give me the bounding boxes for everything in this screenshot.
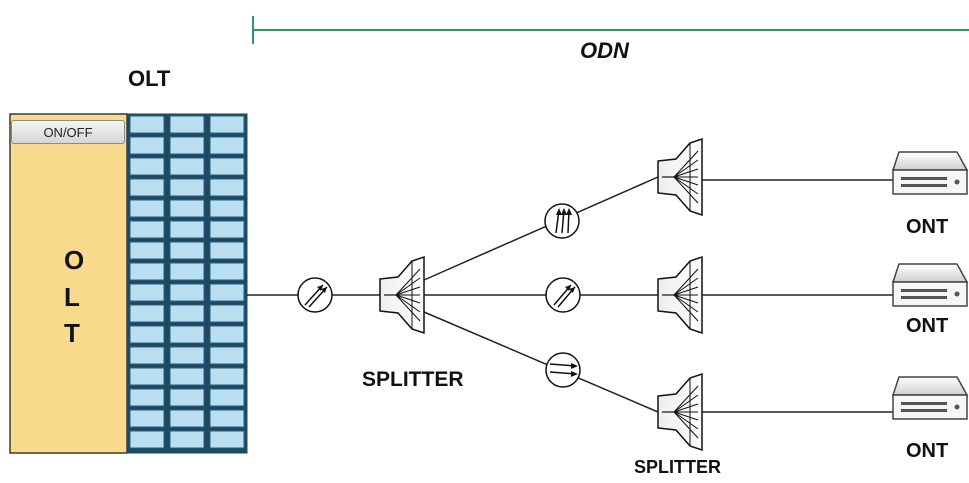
olt-port bbox=[209, 157, 245, 176]
olt-port bbox=[169, 136, 205, 155]
olt-port bbox=[129, 325, 165, 344]
connector-icon bbox=[544, 203, 580, 239]
ont-device-icon bbox=[892, 151, 968, 195]
olt-port bbox=[209, 283, 245, 302]
olt-port bbox=[209, 388, 245, 407]
olt-letter-t: T bbox=[64, 318, 80, 348]
odn-label: ODN bbox=[580, 38, 629, 63]
connector-icon bbox=[545, 277, 581, 313]
ont-label-1: ONT bbox=[906, 216, 949, 238]
olt-port bbox=[129, 115, 165, 134]
olt-port bbox=[169, 325, 205, 344]
olt-port bbox=[169, 283, 205, 302]
olt-port bbox=[209, 430, 245, 449]
olt-port bbox=[129, 262, 165, 281]
splitter-label-secondary: SPLITTER bbox=[634, 457, 722, 477]
olt-port-grid bbox=[129, 115, 245, 449]
olt-port bbox=[169, 199, 205, 218]
olt-port bbox=[209, 178, 245, 197]
olt-port bbox=[209, 199, 245, 218]
branch-fiber-top bbox=[423, 176, 659, 281]
olt-port bbox=[129, 430, 165, 449]
ont-device-icon bbox=[892, 376, 968, 420]
olt-port bbox=[209, 367, 245, 386]
connector-icon bbox=[545, 352, 581, 388]
olt-port bbox=[129, 283, 165, 302]
splitter-label-main: SPLITTER bbox=[362, 368, 464, 391]
olt-port bbox=[129, 409, 165, 428]
olt-port bbox=[169, 430, 205, 449]
olt-port bbox=[209, 241, 245, 260]
olt-body bbox=[9, 113, 128, 454]
olt-port bbox=[169, 262, 205, 281]
splitter-icon bbox=[379, 256, 425, 334]
olt-port bbox=[129, 346, 165, 365]
olt-port bbox=[209, 115, 245, 134]
olt-letter-o: O bbox=[64, 245, 85, 275]
olt-port bbox=[169, 367, 205, 386]
olt-port bbox=[169, 241, 205, 260]
olt-port bbox=[169, 220, 205, 239]
olt-port bbox=[129, 367, 165, 386]
olt-port bbox=[209, 220, 245, 239]
olt-letter-l: L bbox=[64, 282, 80, 312]
olt-port bbox=[209, 325, 245, 344]
olt-port bbox=[169, 157, 205, 176]
splitter-icon bbox=[657, 373, 703, 451]
olt-port bbox=[209, 304, 245, 323]
branch-fiber-bottom bbox=[423, 311, 659, 413]
on-off-button[interactable]: ON/OFF bbox=[11, 120, 125, 144]
olt-port bbox=[129, 220, 165, 239]
ont-device-icon bbox=[892, 263, 968, 307]
olt-port bbox=[129, 241, 165, 260]
olt-port bbox=[129, 136, 165, 155]
olt-port bbox=[129, 304, 165, 323]
olt-port bbox=[209, 409, 245, 428]
fiber-links bbox=[247, 176, 895, 413]
olt-port bbox=[129, 388, 165, 407]
olt-port bbox=[129, 178, 165, 197]
olt-port bbox=[209, 346, 245, 365]
olt-port bbox=[209, 262, 245, 281]
ont-label-2: ONT bbox=[906, 315, 949, 337]
olt-port bbox=[129, 199, 165, 218]
olt-port bbox=[129, 157, 165, 176]
olt-port bbox=[169, 346, 205, 365]
olt-port bbox=[169, 115, 205, 134]
olt-port bbox=[169, 178, 205, 197]
olt-port bbox=[169, 304, 205, 323]
olt-port bbox=[209, 136, 245, 155]
splitter-icon bbox=[657, 256, 703, 334]
ont-label-3: ONT bbox=[906, 440, 949, 462]
olt-port bbox=[169, 388, 205, 407]
olt-title: OLT bbox=[128, 66, 171, 91]
olt-port bbox=[169, 409, 205, 428]
connector-icon bbox=[297, 277, 333, 313]
splitter-icon bbox=[657, 138, 703, 216]
